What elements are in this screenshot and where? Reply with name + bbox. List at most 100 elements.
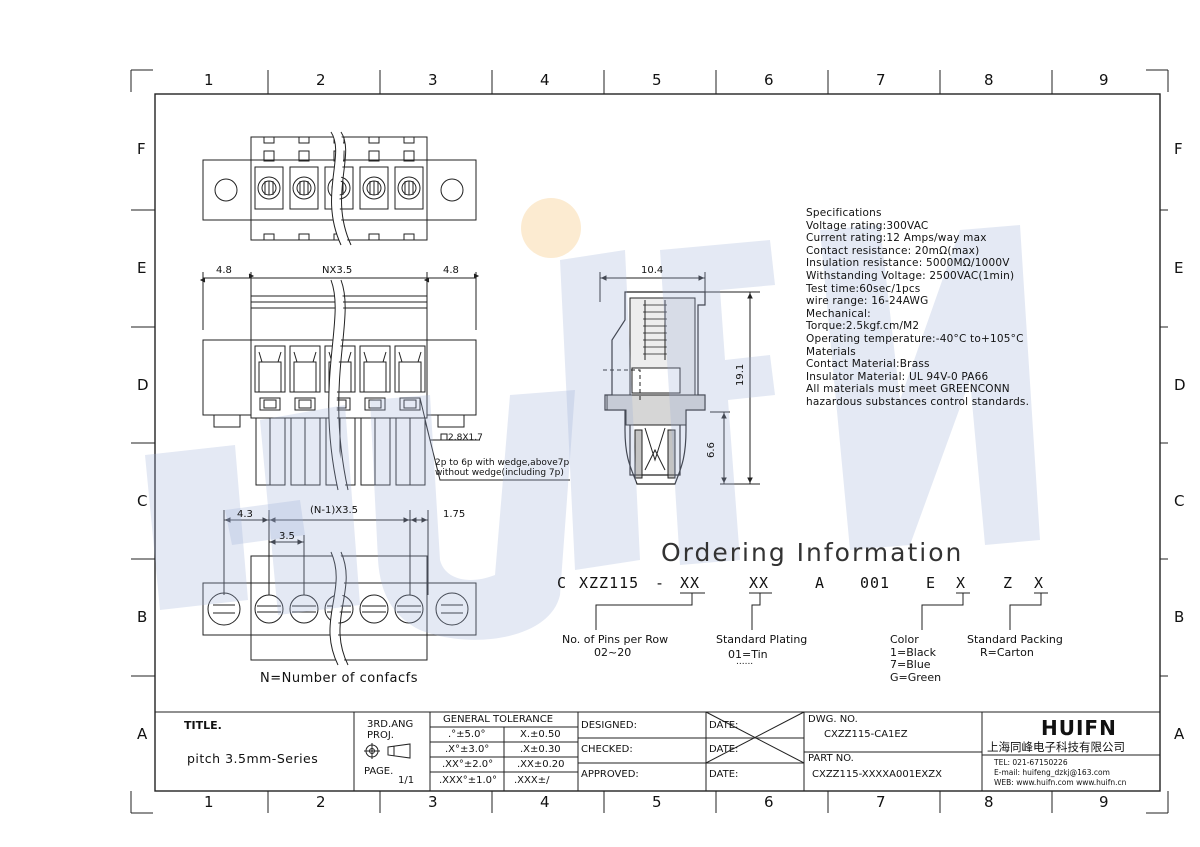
column-label: 4 — [540, 71, 550, 89]
date-label: DATE: — [709, 720, 739, 731]
approved-label: APPROVED: — [581, 769, 639, 780]
dim-left: 4.8 — [216, 265, 232, 276]
row-label: A — [1174, 725, 1185, 743]
dim-bottom-right: 1.75 — [443, 509, 466, 520]
section-view — [599, 272, 760, 485]
column-label: 8 — [984, 71, 994, 89]
spec-line: Contact Material:Brass — [806, 358, 930, 371]
column-label: 2 — [316, 793, 326, 811]
company-name: 上海同峰电子科技有限公司 — [987, 740, 1125, 754]
spec-line: hazardous substances control standards. — [806, 395, 1030, 408]
spec-line: Insulation resistance: 5000MΩ/1000V — [806, 257, 1010, 270]
column-label: 7 — [876, 71, 886, 89]
color-value: 7=Blue — [890, 658, 931, 671]
color-value: G=Green — [890, 671, 942, 684]
spec-line: Contact resistance: 20mΩ(max) — [806, 244, 980, 257]
color-label: Color — [890, 633, 919, 646]
code-packing: X — [1034, 574, 1045, 592]
code-plating: XX — [749, 574, 770, 592]
column-label: 5 — [652, 793, 662, 811]
column-label: 8 — [984, 793, 994, 811]
company-email: E-mail: huifeng_dzkj@163.com — [994, 768, 1110, 777]
code-prefix: C — [557, 574, 568, 592]
part-number-label: PART NO. — [808, 753, 854, 764]
column-label: 5 — [652, 71, 662, 89]
tolerance-angle: .XX°±2.0° — [442, 759, 494, 770]
n-note: N=Number of confacfs — [260, 671, 419, 686]
row-label: F — [1174, 140, 1183, 158]
dim-bottom-left: 4.3 — [237, 509, 253, 520]
dim-bottom-pitch: 3.5 — [279, 531, 295, 542]
plating-more: ...... — [736, 657, 754, 667]
spec-line: Specifications — [806, 207, 882, 219]
tolerance-linear: .X±0.30 — [520, 744, 561, 755]
spec-line: Test time:60sec/1pcs — [806, 282, 921, 295]
dim-bottom-span: (N-1)X3.5 — [310, 505, 359, 516]
tolerance-angle: .X°±3.0° — [445, 744, 490, 755]
row-label: F — [137, 140, 146, 158]
column-label: 1 — [204, 71, 214, 89]
code-pins: XX — [680, 574, 701, 592]
wedge-note-1: 2p to 6p with wedge,above7p — [435, 458, 570, 468]
code-a: A — [815, 574, 826, 592]
page-label: PAGE. — [364, 766, 394, 777]
pins-value: 02~20 — [594, 646, 632, 659]
tolerance-angle: .°±5.0° — [448, 729, 486, 740]
wedge-note-2: without wedge(including 7p) — [435, 468, 564, 478]
row-label: A — [137, 725, 148, 743]
specifications-block: Specifications Voltage rating:300VAC Cur… — [806, 207, 1029, 409]
spec-line: Insulator Material: UL 94V-0 PA66 — [806, 370, 989, 383]
drawing-number: CXZZ115-CA1EZ — [824, 729, 908, 740]
row-label: D — [1174, 376, 1186, 394]
dim-section-height: 19.1 — [735, 363, 746, 386]
row-label: C — [1174, 492, 1185, 510]
projection-label: 3RD.ANG PROJ. — [367, 719, 414, 741]
page-value: 1/1 — [398, 775, 415, 786]
column-label: 3 — [428, 793, 438, 811]
tolerance-linear: .XXX±/ — [514, 775, 550, 786]
row-label: E — [1174, 259, 1184, 277]
row-label: D — [137, 376, 149, 394]
company-tel: TEL: 021-67150226 — [994, 758, 1068, 767]
square-note: 2.8X1.7 — [448, 433, 483, 443]
dim-right: 4.8 — [443, 265, 459, 276]
spec-line: Current rating:12 Amps/way max — [806, 232, 987, 245]
title-block — [155, 711, 1160, 791]
row-label: B — [137, 608, 148, 626]
checked-label: CHECKED: — [581, 744, 633, 755]
ordering-leaders — [595, 592, 1048, 630]
tolerance-header: GENERAL TOLERANCE — [443, 714, 554, 725]
ordering-title: Ordering Information — [661, 538, 964, 567]
column-label: 9 — [1099, 71, 1109, 89]
code-e: E — [926, 574, 937, 592]
column-label: 4 — [540, 793, 550, 811]
front-view — [199, 272, 570, 491]
designed-label: DESIGNED: — [581, 720, 637, 731]
title-label: TITLE. — [184, 719, 222, 732]
spec-line: Operating temperature:-40°C to+105°C — [806, 332, 1024, 345]
column-label: 9 — [1099, 793, 1109, 811]
date-label: DATE: — [709, 744, 739, 755]
title-value: pitch 3.5mm-Series — [187, 751, 319, 766]
code-001: 001 — [860, 574, 891, 592]
column-label: 7 — [876, 793, 886, 811]
packing-value: R=Carton — [980, 646, 1034, 659]
dim-middle: NX3.5 — [322, 265, 353, 276]
code-z: Z — [1003, 574, 1014, 592]
row-label: C — [137, 492, 148, 510]
spec-line: Mechanical: — [806, 307, 871, 320]
color-value: 1=Black — [890, 646, 936, 659]
column-label: 6 — [764, 793, 774, 811]
pins-label: No. of Pins per Row — [562, 633, 669, 646]
spec-line: Withstanding Voltage: 2500VAC(1min) — [806, 269, 1015, 282]
plating-label: Standard Plating — [716, 633, 808, 646]
drawing-number-label: DWG. NO. — [808, 714, 858, 725]
tolerance-linear: .XX±0.20 — [517, 759, 565, 770]
code-dash: - — [655, 574, 666, 592]
company-web: WEB: www.huifn.com www.huifn.cn — [994, 778, 1127, 787]
date-label: DATE: — [709, 769, 739, 780]
packing-label: Standard Packing — [967, 633, 1063, 646]
brand-logo: HUIFN — [1041, 716, 1117, 740]
bottom-view — [202, 510, 477, 667]
dim-section-lower: 6.6 — [706, 442, 717, 458]
